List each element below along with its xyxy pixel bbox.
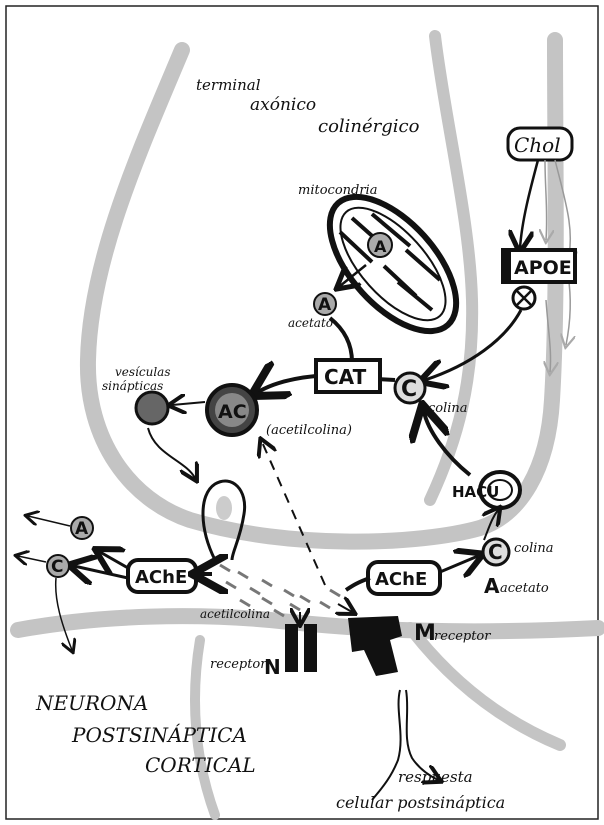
apoe-transporter-icon (513, 287, 535, 309)
arrow-ache-to-choline-right (440, 556, 478, 572)
neuron-label-line3: CORTICAL (145, 753, 256, 777)
neuron-label-line2: POSTSINÁPTICA (71, 723, 247, 747)
terminal-label-line3: colinérgico (318, 116, 420, 137)
arrow-chol-to-apoe (520, 160, 538, 248)
nicotinic-receptor (285, 624, 317, 672)
ache-left-label: AChE (135, 567, 187, 588)
apoe-label: APOE (514, 257, 572, 279)
terminal-label-line1: terminal (196, 76, 261, 94)
ache-right-label: AChE (375, 569, 427, 590)
dashed-arrow-reuptake (262, 442, 325, 585)
choline-symbol: C (401, 377, 417, 402)
response-label-line2: celular postsináptica (336, 793, 505, 812)
acetylcholine-symbol: AC (218, 401, 247, 423)
signal-line-left (372, 690, 401, 800)
mitochondrion-acetate-symbol: A (374, 237, 387, 256)
vesicle (136, 392, 168, 424)
receptor-m-suffix: receptor (434, 629, 491, 644)
choline-right-label: colina (514, 541, 554, 556)
receptor-n-label: N (264, 655, 281, 679)
acetate-label: acetato (288, 316, 333, 330)
acetate-right-symbol: A (484, 574, 500, 598)
arrow-vesicle-to-fusion (148, 428, 195, 478)
signal-line-right (406, 690, 438, 780)
hacu-label: HACU (452, 483, 499, 501)
acetylcholine-cleft-label: acetilcolina (200, 607, 270, 621)
receptor-n-prefix: receptor (210, 657, 267, 672)
arrow-acetate-to-cat (330, 318, 352, 362)
arrow-choline-left-out (18, 556, 46, 562)
cat-label: CAT (324, 365, 367, 389)
response-label-line1: respuesta (398, 768, 473, 786)
arrow-choline-left-down (56, 578, 72, 650)
neuron-label-line1: NEURONA (35, 691, 148, 715)
acetate-left-symbol: A (75, 519, 89, 539)
acetate-right-label: acetato (500, 581, 549, 596)
choline-left-symbol: C (51, 557, 63, 577)
muscarinic-receptor (348, 616, 402, 676)
acetylcholine-paren-label: (acetilcolina) (266, 423, 352, 438)
arrow-ache-to-acetate-left (100, 552, 128, 568)
terminal-label-line2: axónico (250, 95, 316, 115)
choline-label: colina (428, 401, 468, 416)
vesicles-label-line1: vesículas (115, 365, 170, 379)
arrow-ac-to-vesicle (172, 402, 205, 405)
acetate-symbol: A (318, 295, 332, 315)
arrow-ache-to-choline-left (74, 566, 128, 578)
choline-right-symbol: C (488, 540, 503, 564)
arrow-ach-to-m-receptor (338, 604, 352, 612)
arrow-acetate-left-out (28, 516, 70, 526)
apoe-box-edge (503, 250, 511, 282)
receptor-m-label: M (414, 621, 436, 646)
arrow-cat-to-ac (258, 376, 316, 392)
chol-label: Chol (514, 133, 561, 157)
